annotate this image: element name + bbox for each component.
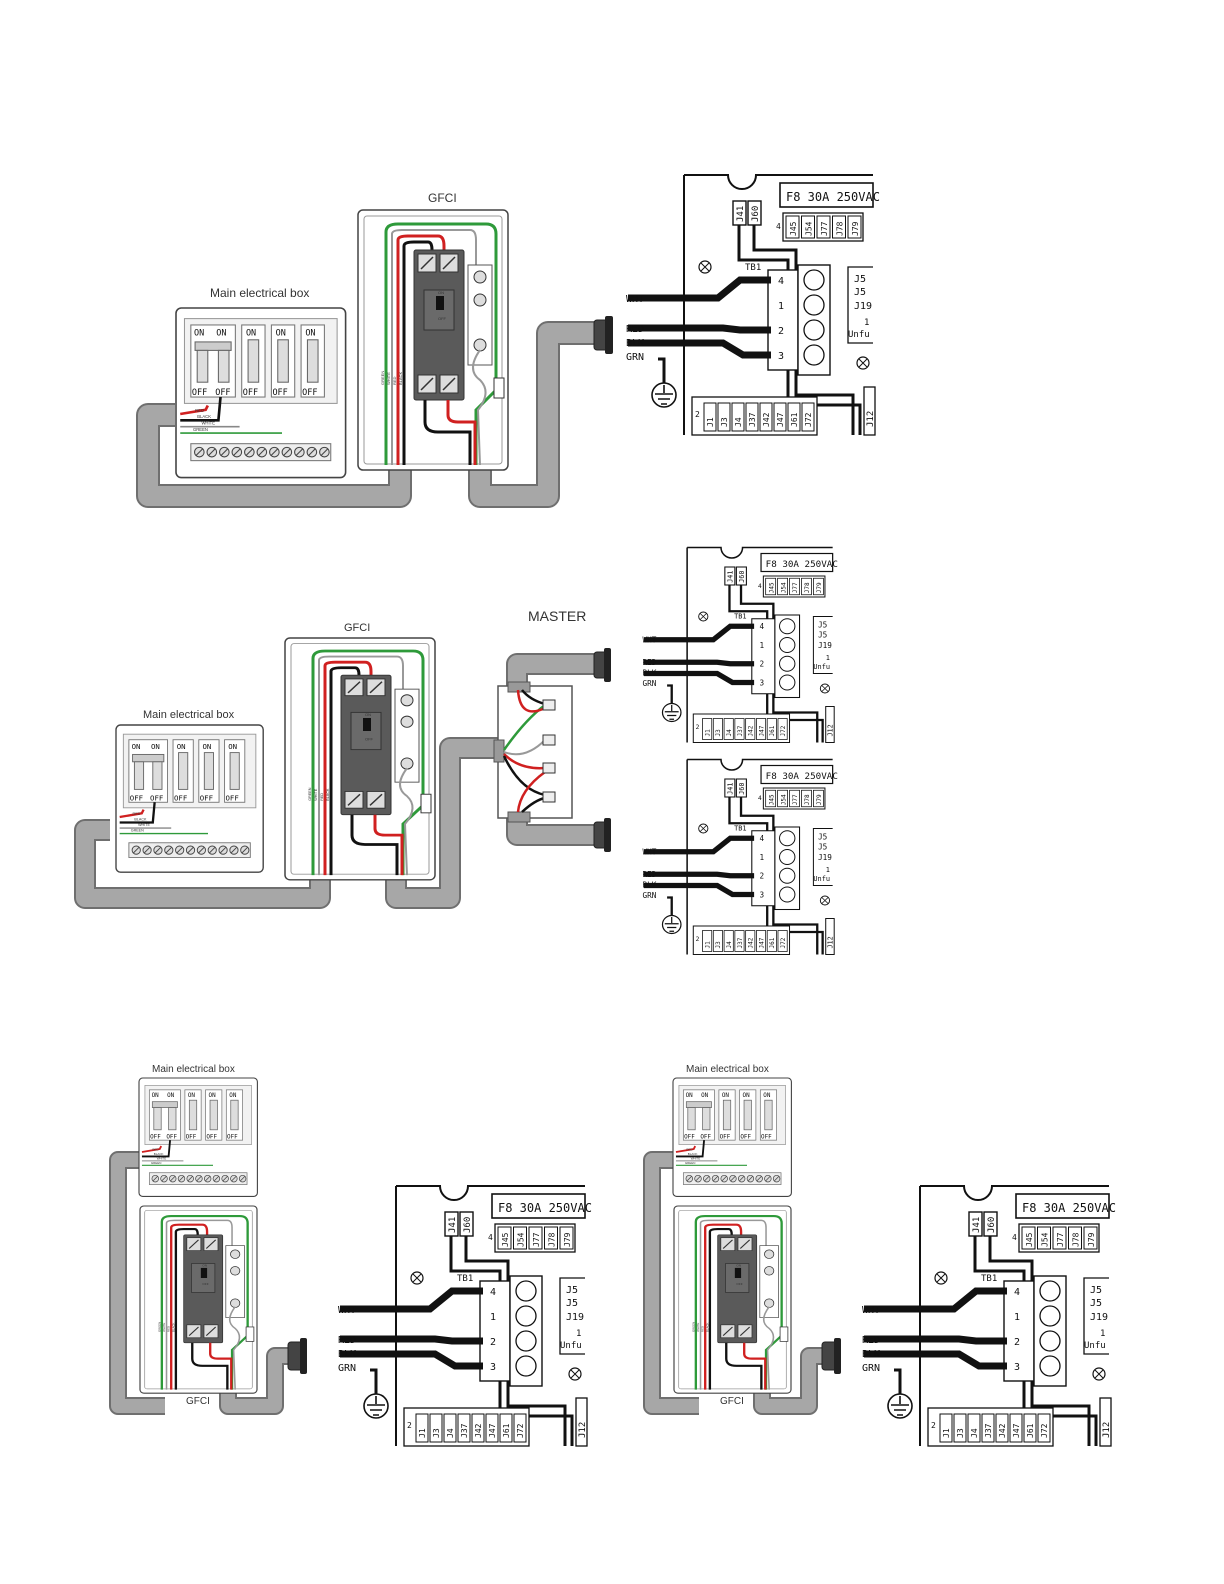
main-box-title-4: Main electrical box — [686, 1064, 769, 1075]
gfci-label: GFCI — [428, 191, 457, 205]
gfci-box-4 — [672, 1204, 793, 1395]
gfci-label-4: GFCI — [720, 1396, 744, 1407]
main-box-title: Main electrical box — [210, 286, 309, 300]
main-electrical-box-3 — [138, 1077, 259, 1198]
gfci-box — [356, 208, 510, 472]
gfci-box-3 — [138, 1204, 259, 1395]
control-board-2a — [642, 548, 837, 743]
master-label: MASTER — [528, 608, 586, 624]
diagram-1: Main electrical box GFCI — [136, 175, 880, 508]
main-electrical-box-4 — [672, 1077, 793, 1198]
control-board-3 — [338, 1186, 592, 1446]
gfci-box-2 — [283, 636, 437, 882]
diagram-3: Main electrical box GFCI — [109, 1064, 592, 1446]
diagram-4: Main electrical box GFCI — [643, 1064, 1116, 1446]
main-electrical-box-2 — [114, 723, 265, 874]
control-board-2b — [642, 760, 837, 955]
main-box-title-3: Main electrical box — [152, 1064, 235, 1075]
diagram-2: Main electrical box GFCI MASTER — [74, 548, 838, 955]
main-box-title-2: Main electrical box — [143, 709, 235, 721]
main-electrical-box — [174, 306, 347, 479]
control-board — [626, 175, 880, 435]
gfci-label-2: GFCI — [344, 622, 370, 634]
gfci-label-3: GFCI — [186, 1396, 210, 1407]
junction-box — [493, 681, 573, 823]
control-board-4 — [862, 1186, 1116, 1446]
